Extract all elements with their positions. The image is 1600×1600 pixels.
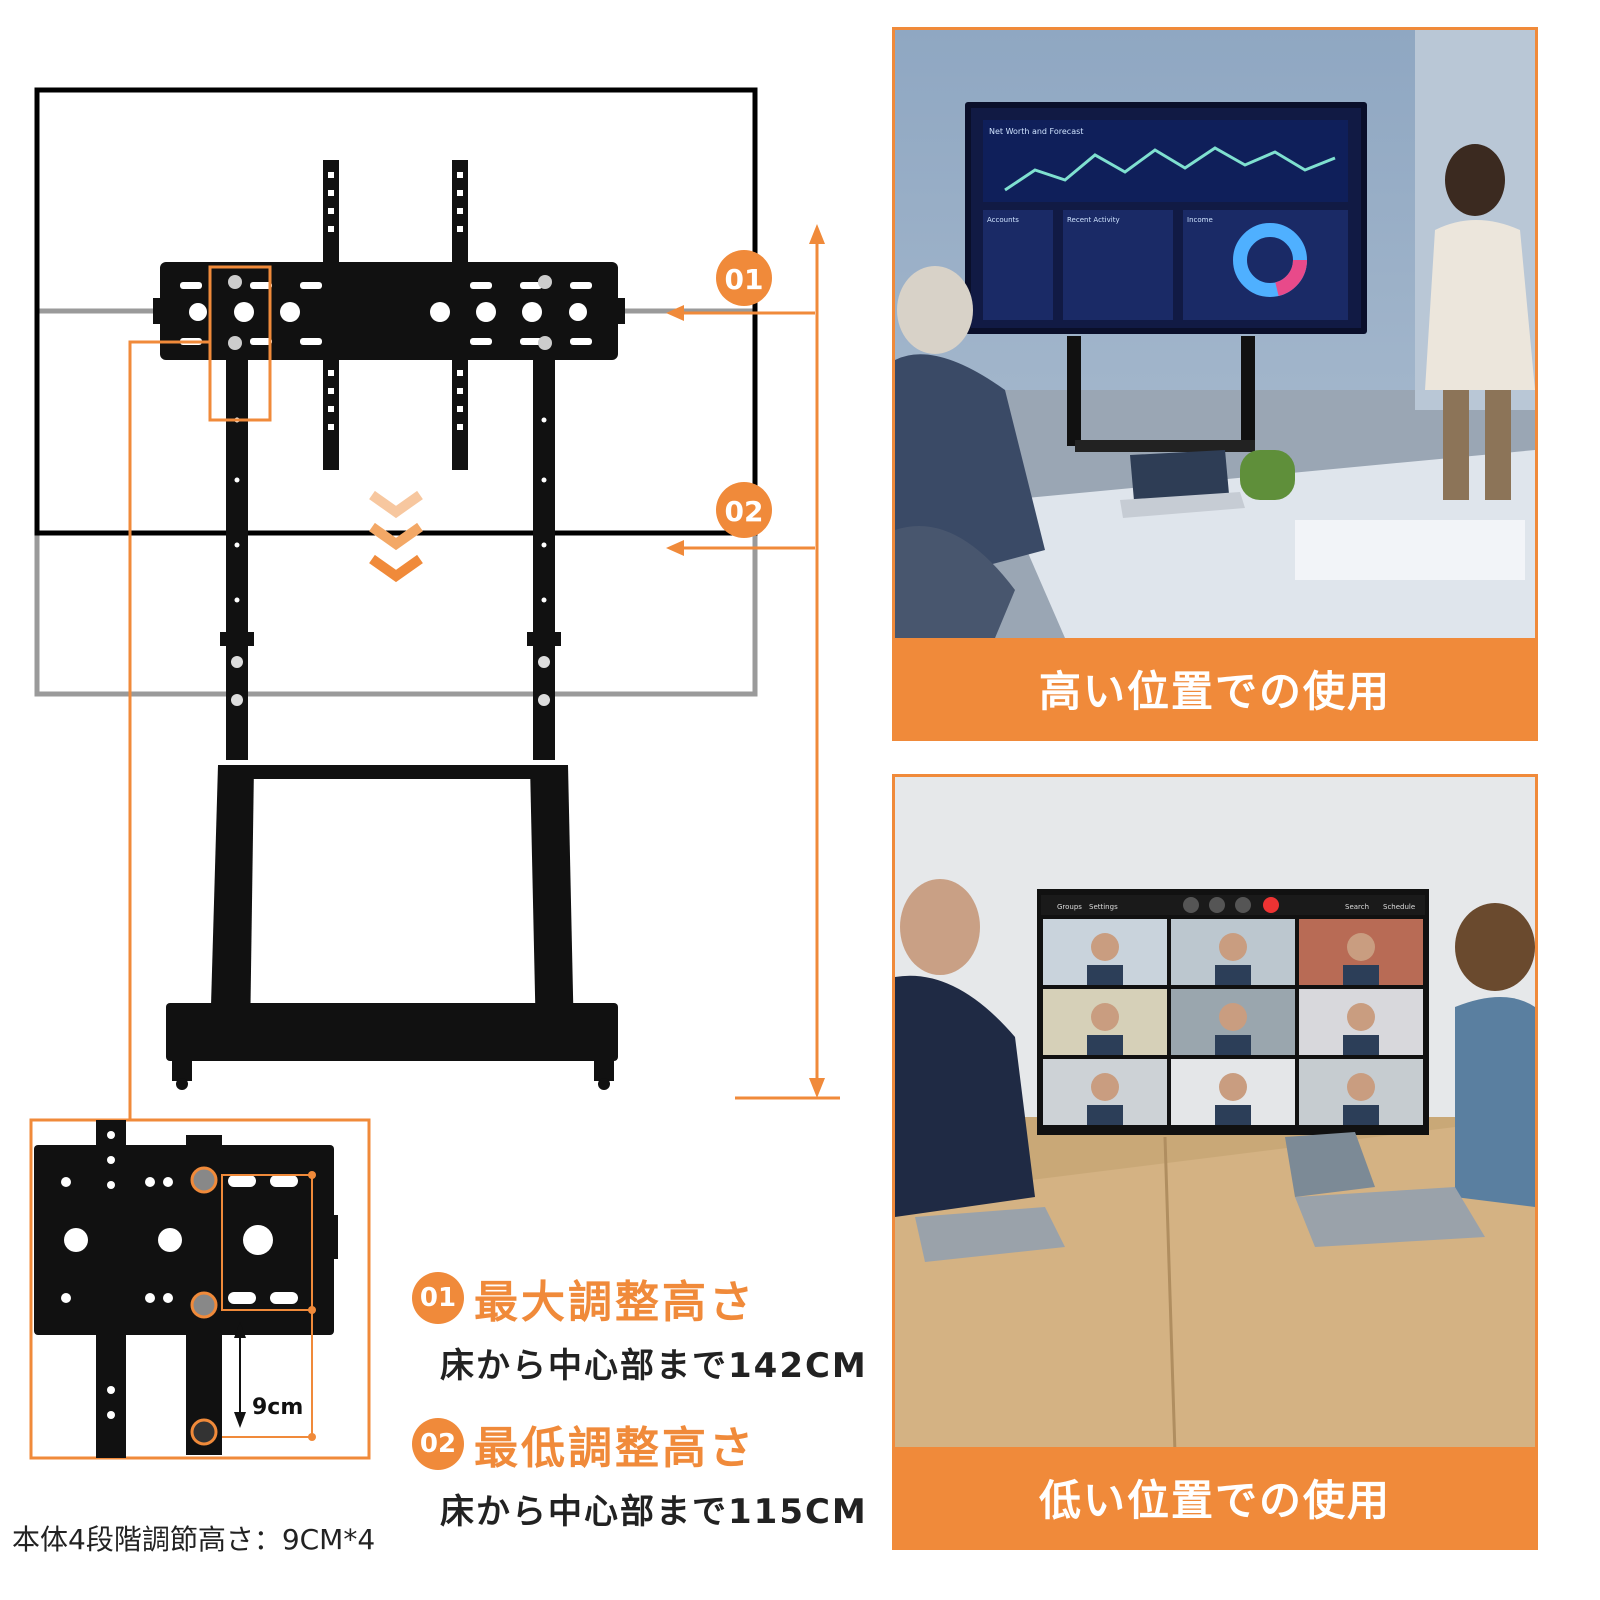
screen-panel-activity: Recent Activity — [1067, 216, 1120, 224]
toolbar-schedule: Schedule — [1383, 903, 1415, 911]
caption-high-position: 高い位置での使用 — [895, 638, 1535, 738]
marker-max-label: 01 — [725, 263, 764, 296]
step-height-label: 9cm — [252, 1395, 303, 1420]
height-arrows — [666, 224, 840, 1100]
spec-max-desc: 床から中心部まで142CM — [440, 1346, 868, 1386]
down-chevrons-icon — [369, 490, 423, 583]
spec-max-badge: 01 — [412, 1272, 464, 1324]
tv-outline-low — [34, 308, 758, 697]
toolbar-search: Search — [1345, 903, 1369, 911]
spec-min-title: 最低調整高さ — [474, 1423, 756, 1474]
detail-connector — [128, 340, 210, 1120]
toolbar-groups: Groups — [1057, 903, 1082, 911]
marker-min-label: 02 — [725, 495, 764, 528]
spec-min-badge: 02 — [412, 1418, 464, 1470]
stand-diagram: 01 02 9cm — [29, 87, 840, 1460]
meeting-room-illustration: Net Worth and Forecast Accounts Recent A… — [895, 30, 1535, 638]
toolbar-settings: Settings — [1089, 903, 1118, 911]
screen-panel-income: Income — [1187, 216, 1213, 224]
mount-bracket — [160, 262, 618, 360]
spec-max-title: 最大調整高さ — [474, 1277, 756, 1328]
spec-min-desc: 床から中心部まで115CM — [440, 1492, 868, 1532]
caption-low-position: 低い位置での使用 — [895, 1447, 1535, 1547]
stand-base — [166, 765, 618, 1090]
photo-low-position: Groups Settings Search Schedule — [892, 774, 1538, 1550]
detail-inset — [29, 1118, 371, 1460]
video-conference-illustration: Groups Settings Search Schedule — [895, 777, 1535, 1453]
marker-max — [716, 250, 772, 306]
screen-panel-accounts: Accounts — [987, 216, 1019, 224]
marker-min — [716, 482, 772, 538]
photo-high-position: Net Worth and Forecast Accounts Recent A… — [892, 27, 1538, 741]
adjustment-steps-note: 本体4段階調節高さ：9CM*4 — [12, 1523, 376, 1556]
screen-title: Net Worth and Forecast — [989, 127, 1083, 136]
